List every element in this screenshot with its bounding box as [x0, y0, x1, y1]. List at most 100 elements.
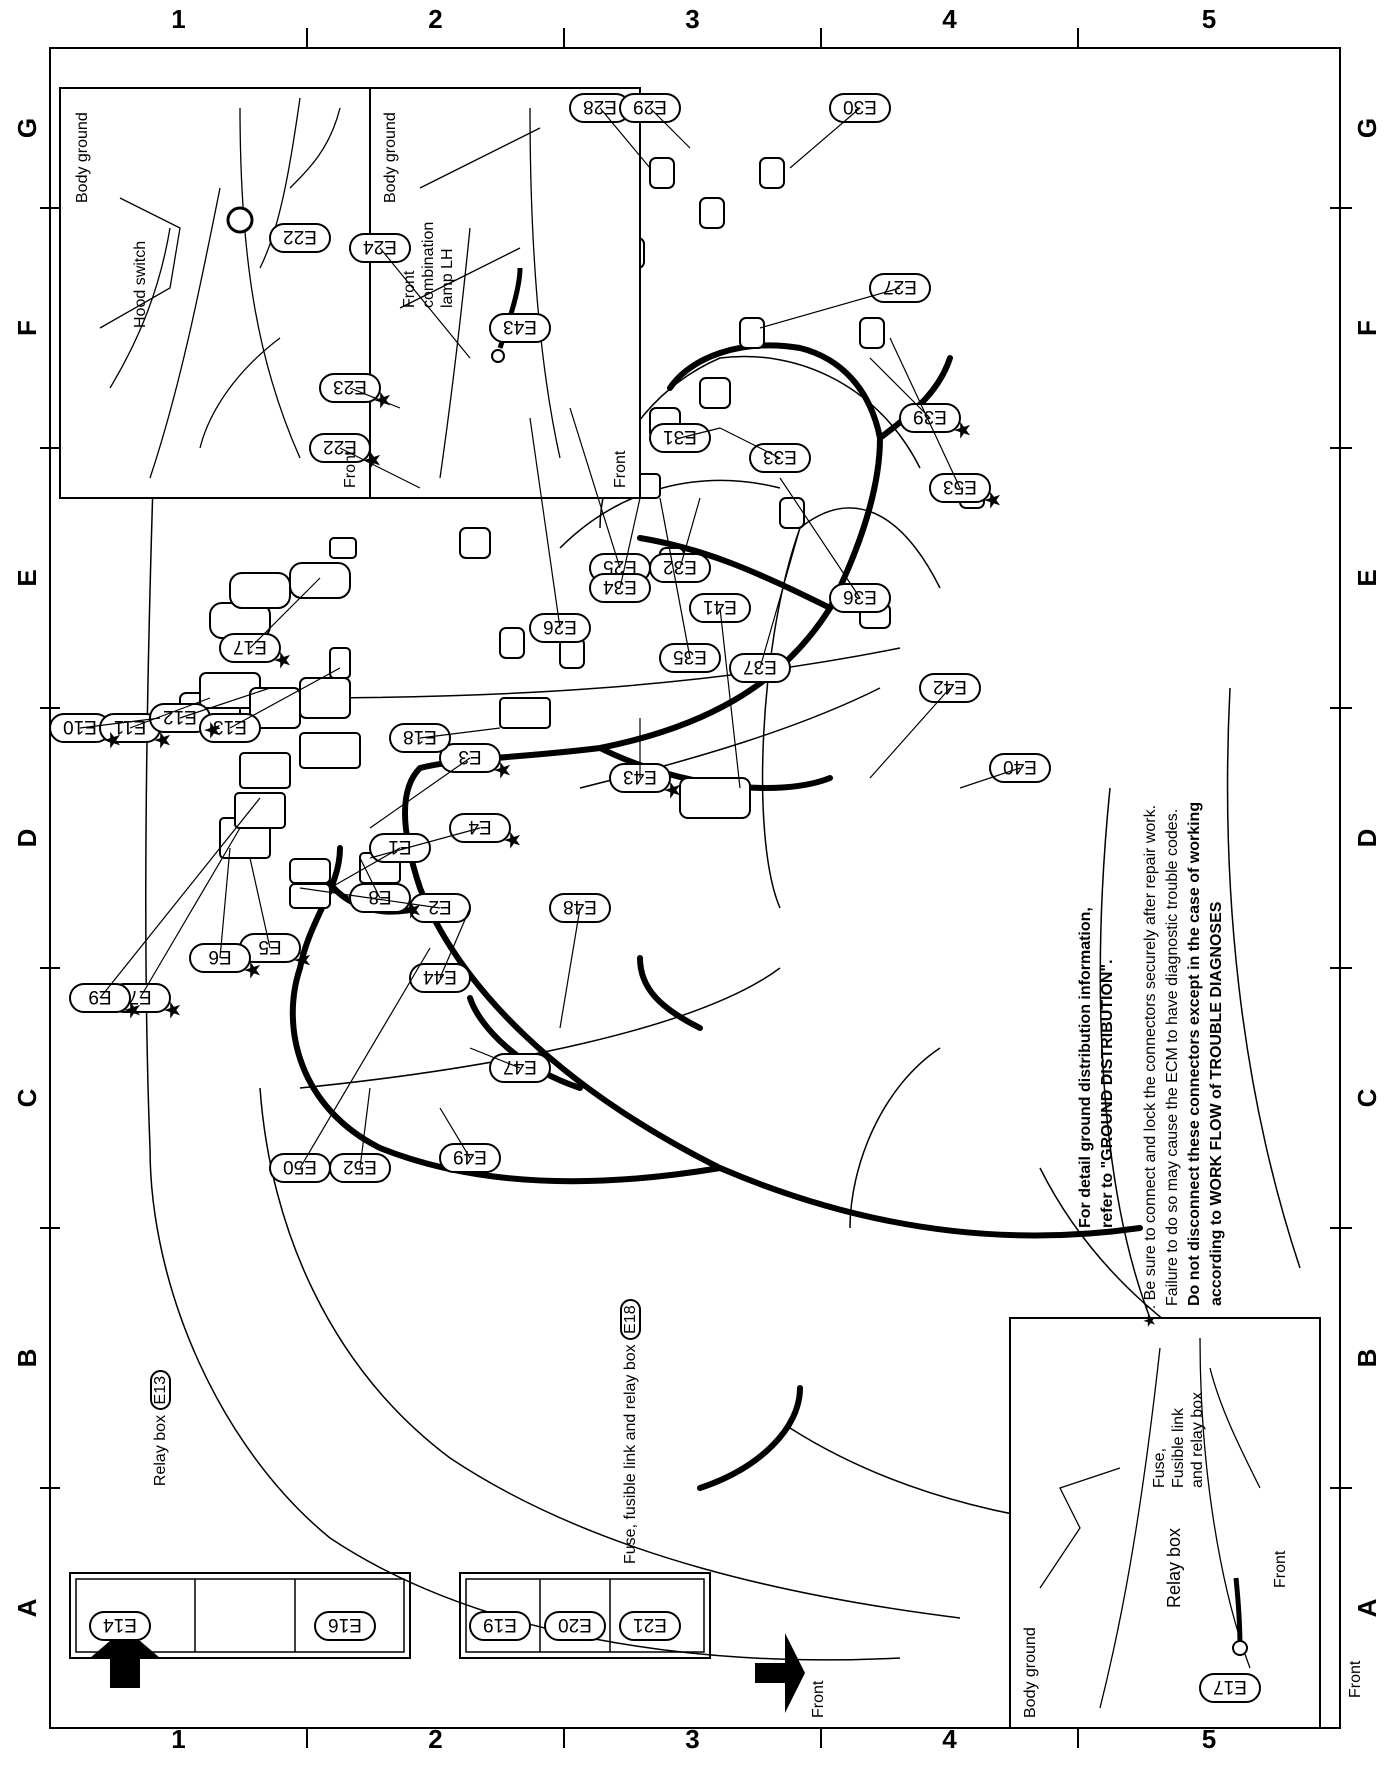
relay-box-code: E13	[150, 1370, 171, 1411]
star-icon: ★	[271, 650, 296, 670]
ground-note-line2: refer to "GROUND DISTRIBUTION".	[1099, 959, 1116, 1228]
inset-lamp-title: Body ground	[380, 112, 402, 203]
connector-tag-e19: E19	[469, 1611, 531, 1641]
ground-note: For detail ground distribution informati…	[1075, 128, 1119, 1228]
inset-lamp-connector: E43	[489, 313, 551, 343]
inset-lamp-front: Front	[610, 451, 632, 488]
row-label-5: 5	[1202, 1724, 1216, 1754]
star-icon: ★	[951, 420, 976, 440]
inset-lamp-part-l3: lamp LH	[439, 248, 456, 308]
connector-tag-e20: E20	[544, 1611, 606, 1641]
front-label-right: Front	[1345, 1618, 1367, 1698]
front-label-text: Front	[1347, 1660, 1364, 1698]
svg-text:E40: E40	[1003, 756, 1037, 777]
column-label-B: B	[1352, 1349, 1382, 1368]
star-icon: ★	[151, 730, 176, 750]
row-label-2: 2	[428, 4, 442, 34]
svg-text:E41: E41	[703, 596, 737, 617]
inset-lamp-title-text: Body ground	[382, 112, 399, 203]
leader-lines	[79, 107, 1021, 1169]
inset-fuse-title-text: Body ground	[1022, 1627, 1039, 1718]
inset-hood-front: Front	[340, 451, 362, 488]
svg-text:E10: E10	[63, 716, 97, 737]
star-note-line2: Failure to do so may cause the ECM to ha…	[1164, 808, 1181, 1306]
star-icon: ★	[161, 1000, 186, 1020]
fuse-relay-box	[459, 1572, 711, 1659]
connector-tag-e16: E16	[314, 1611, 376, 1641]
svg-text:E12: E12	[163, 706, 197, 727]
front-label-text: Front	[810, 1680, 827, 1718]
svg-text:E14: E14	[103, 1614, 137, 1635]
inset-fuse-ground	[1009, 1317, 1321, 1729]
svg-text:E13: E13	[213, 716, 247, 737]
svg-text:E36: E36	[843, 586, 877, 607]
inset-hood-front-text: Front	[342, 450, 359, 488]
svg-text:E20: E20	[558, 1614, 592, 1635]
column-label-D: D	[1352, 829, 1382, 848]
inset-fuse-title: Body ground	[1020, 1627, 1042, 1718]
star-note-line1: : Be sure to connect and lock the connec…	[1142, 804, 1159, 1310]
svg-text:E4: E4	[468, 816, 492, 837]
inset-hood-title-text: Body ground	[74, 112, 91, 203]
svg-text:E21: E21	[633, 1614, 667, 1635]
inset-lamp-part: Front combination lamp LH	[400, 222, 457, 308]
column-label-G: G	[1352, 118, 1382, 138]
svg-text:E42: E42	[933, 676, 967, 697]
svg-text:E1: E1	[388, 836, 411, 857]
star-icon: ★	[121, 1000, 146, 1020]
column-label-A: A	[1352, 1598, 1382, 1617]
star-note: ★ : Be sure to connect and lock the conn…	[1140, 128, 1228, 1328]
star-icon: ★	[241, 960, 266, 980]
inset-fuse-part-l1: Fuse,	[1151, 1447, 1168, 1488]
inset-hood-connector: E22	[269, 223, 331, 253]
row-label-4: 4	[942, 4, 957, 34]
svg-text:E53: E53	[943, 476, 977, 497]
row-label-1: 1	[171, 1724, 185, 1754]
star-note-line3: Do not disconnect these connectors excep…	[1186, 801, 1203, 1306]
inset-fuse-part-l3: and relay box	[1189, 1391, 1206, 1488]
star-icon: ★	[201, 720, 226, 740]
inset-hood-title: Body ground	[72, 112, 94, 203]
svg-text:E17: E17	[233, 636, 267, 657]
relay-box-caption: Relay box E13	[150, 1370, 172, 1700]
inset-fuse-part: Fuse, Fusible link and relay box	[1150, 1392, 1207, 1488]
fuse-box-caption-text: Fuse, fusible link and relay box	[622, 1344, 639, 1564]
star-icon: ★	[371, 390, 396, 410]
row-label-3: 3	[685, 1724, 699, 1754]
column-label-A: A	[12, 1598, 42, 1617]
svg-text:E39: E39	[913, 406, 947, 427]
svg-text:E9: E9	[88, 986, 111, 1007]
row-label-5: 5	[1202, 4, 1216, 34]
column-label-F: F	[12, 320, 42, 336]
relay-box-caption-text: Relay box	[152, 1414, 169, 1487]
star-icon: ★	[501, 830, 526, 850]
svg-text:E43: E43	[503, 316, 537, 337]
column-label-C: C	[12, 1088, 42, 1107]
inset-fuse-front-text: Front	[1272, 1550, 1289, 1588]
svg-text:E17: E17	[1213, 1676, 1247, 1697]
inset-fuse-front: Front	[1270, 1551, 1292, 1588]
svg-text:E22: E22	[283, 226, 317, 247]
fuse-box-code: E18	[620, 1299, 641, 1340]
front-label-top: Front	[808, 1598, 830, 1718]
star-icon: ★	[291, 950, 316, 970]
svg-text:E23: E23	[333, 376, 367, 397]
svg-text:E28: E28	[583, 96, 617, 117]
svg-text:E16: E16	[328, 1614, 362, 1635]
connector-tag-e21: E21	[619, 1611, 681, 1641]
column-label-E: E	[1352, 569, 1382, 586]
svg-text:E19: E19	[483, 1614, 517, 1635]
row-label-2: 2	[428, 1724, 442, 1754]
star-icon: ★	[491, 760, 516, 780]
svg-text:E24: E24	[363, 236, 397, 257]
connector-tag-e14: E14	[89, 1611, 151, 1641]
relay-box	[69, 1572, 411, 1659]
column-label-D: D	[12, 829, 42, 848]
inset-hood-part-text: Hood switch	[132, 240, 149, 328]
svg-text:E7: E7	[128, 986, 151, 1007]
ground-note-line1: For detail ground distribution informati…	[1077, 907, 1094, 1228]
star-marks: ★★★★★★★★★★★★★★★★	[101, 390, 1006, 1020]
inset-fuse-connector: E17	[1199, 1673, 1261, 1703]
